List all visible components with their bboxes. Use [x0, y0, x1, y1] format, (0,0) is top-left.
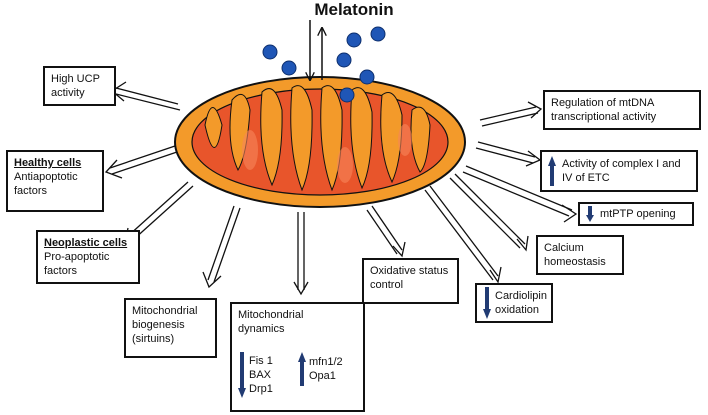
high-ucp-box: High UCP activity: [43, 66, 116, 106]
mtdna-regulation-box: Regulation of mtDNA transcriptional acti…: [543, 90, 701, 130]
mitochondrial-dynamics-box: Mitochondrial dynamics Fis 1 BAX Drp1 mf…: [230, 302, 365, 412]
dyn-up-item: Opa1: [309, 370, 336, 382]
mtdna-regulation-text: Regulation of mtDNA transcriptional acti…: [551, 97, 657, 123]
diagram-title: Melatonin: [0, 0, 708, 20]
connector-arrows: [104, 81, 578, 296]
neoplastic-cells-title: Neoplastic cells: [44, 237, 128, 249]
melatonin-arrows: [310, 20, 322, 80]
up-arrow-icon: [298, 352, 306, 386]
dyn-down-item: Drp1: [249, 383, 273, 395]
down-arrow-icon: [483, 287, 491, 319]
mtptp-opening-box: mtPTP opening: [578, 202, 694, 226]
mitochondrial-dynamics-title: Mitochondrial dynamics: [238, 309, 304, 335]
down-arrow-icon: [586, 206, 594, 222]
complex-activity-box: Activity of complex I and IV of ETC: [540, 150, 698, 192]
down-arrow-icon: [238, 352, 246, 398]
mtptp-opening-text: mtPTP opening: [600, 208, 676, 220]
calcium-homeostasis-text: Calcium homeostasis: [544, 242, 606, 268]
neoplastic-cells-text: Pro-apoptotic factors: [44, 251, 110, 277]
cardiolipin-box: Cardiolipin oxidation: [475, 283, 553, 323]
melatonin-molecules: [262, 26, 386, 103]
dyn-down-item: BAX: [249, 369, 272, 381]
up-arrow-icon: [548, 156, 556, 186]
dyn-down-item: Fis 1: [249, 355, 273, 367]
oxidative-status-text: Oxidative status control: [370, 265, 449, 291]
dyn-up-item: mfn1/2: [309, 356, 343, 368]
neoplastic-cells-box: Neoplastic cells Pro-apoptotic factors: [36, 230, 140, 284]
mitochondrial-biogenesis-text: Mitochondrial biogenesis (sirtuins): [132, 305, 198, 345]
healthy-cells-text: Antiapoptotic factors: [14, 171, 78, 197]
calcium-homeostasis-box: Calcium homeostasis: [536, 235, 624, 275]
healthy-cells-title: Healthy cells: [14, 157, 82, 169]
mitochondrial-biogenesis-box: Mitochondrial biogenesis (sirtuins): [124, 298, 217, 358]
cardiolipin-text: Cardiolipin oxidation: [495, 290, 547, 316]
mitochondrion: [174, 76, 466, 208]
complex-activity-text: Activity of complex I and IV of ETC: [562, 158, 681, 184]
melatonin-label: Melatonin: [314, 0, 394, 19]
healthy-cells-box: Healthy cells Antiapoptotic factors: [6, 150, 104, 212]
oxidative-status-box: Oxidative status control: [362, 258, 459, 304]
high-ucp-text: High UCP activity: [51, 73, 100, 99]
